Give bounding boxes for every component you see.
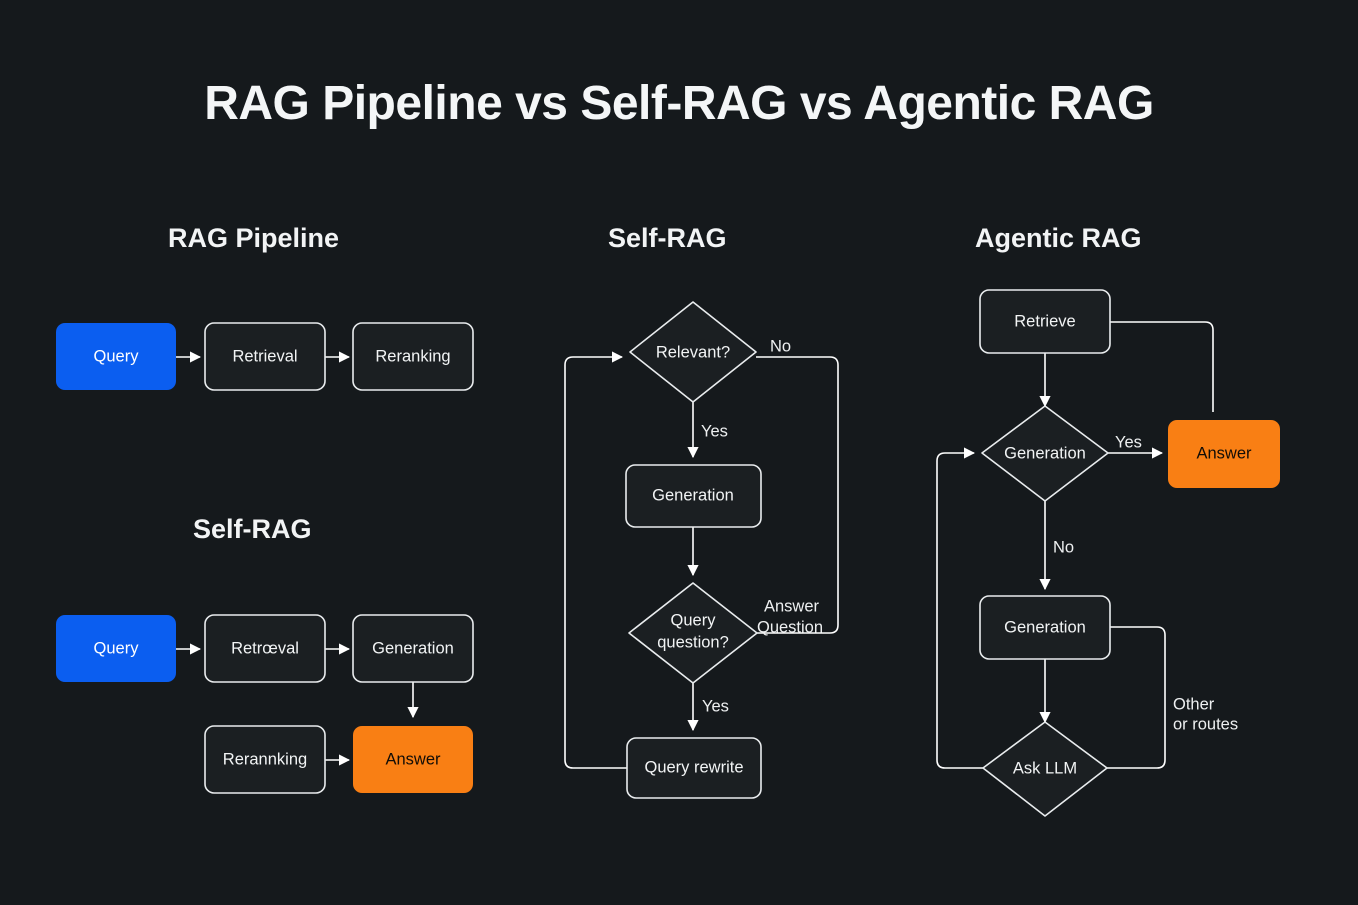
node-generation-self-rag-left-label: Generation — [372, 639, 454, 657]
node-retrieval-self-rag-left[interactable] — [204, 614, 326, 683]
node-query-question-diamond[interactable] — [628, 582, 758, 684]
node-generation-diamond-agentic[interactable] — [981, 405, 1109, 502]
edge-label-yes-relevant: Yes — [701, 422, 728, 440]
node-generation-diamond-agentic-label: Generation — [1004, 444, 1086, 462]
node-generation-box-agentic[interactable] — [979, 595, 1111, 660]
node-query-rag-pipeline[interactable] — [56, 323, 176, 390]
node-query-self-rag-left[interactable] — [56, 615, 176, 682]
edge-label-no-relevant: No — [770, 337, 791, 355]
group-rag-pipeline: Query Retrieval Reranking — [56, 322, 474, 391]
node-query-rag-pipeline-label: Query — [94, 347, 140, 365]
group-self-rag-center: Relevant? Generation Query question? Que… — [564, 301, 839, 799]
node-ask-llm-diamond[interactable] — [982, 721, 1108, 817]
node-query-rewrite-label: Query rewrite — [644, 758, 743, 776]
node-generation-box-agentic-label: Generation — [1004, 618, 1086, 636]
section-heading-self-rag-left: Self-RAG — [193, 514, 312, 544]
node-answer-agentic-label: Answer — [1196, 444, 1252, 462]
node-generation-self-rag-center-label: Generation — [652, 486, 734, 504]
node-answer-self-rag-left[interactable] — [353, 726, 473, 793]
node-retrieval-rag-pipeline-label: Retrieval — [232, 347, 297, 365]
node-reranking-self-rag-left-label: Rerannking — [223, 750, 307, 768]
section-heading-agentic-rag: Agentic RAG — [975, 223, 1142, 253]
group-agentic-rag: Retrieve Generation Answer Generation As… — [936, 289, 1280, 817]
edge-label-answer-question-line2: Question — [757, 618, 823, 636]
node-relevant-diamond-label: Relevant? — [656, 343, 730, 361]
node-generation-self-rag-left[interactable] — [352, 614, 474, 683]
edge-label-yes-agentic: Yes — [1115, 433, 1142, 451]
edge-label-other-line2: or routes — [1173, 715, 1238, 733]
edge-label-answer-question-line1: Answer — [764, 597, 820, 615]
node-query-rewrite[interactable] — [626, 737, 762, 799]
section-heading-self-rag-center: Self-RAG — [608, 223, 727, 253]
edge-label-yes-rewrite: Yes — [702, 697, 729, 715]
node-query-question-line2: question? — [657, 633, 729, 651]
node-retrieval-self-rag-left-label: Retrœval — [231, 639, 299, 657]
node-answer-agentic[interactable] — [1168, 420, 1280, 488]
node-generation-self-rag-center[interactable] — [625, 464, 762, 528]
node-reranking-self-rag-left[interactable] — [204, 725, 326, 794]
node-query-self-rag-left-label: Query — [94, 639, 140, 657]
edge-query-rewrite-loop-to-relevant — [564, 351, 627, 769]
edge-ask-llm-loop-to-generation-diamond — [936, 447, 983, 769]
edge-label-no-agentic: No — [1053, 538, 1074, 556]
page-title: RAG Pipeline vs Self-RAG vs Agentic RAG — [204, 77, 1154, 130]
node-query-question-line1: Query — [671, 611, 717, 629]
edge-retrieve-to-answer — [1110, 321, 1214, 412]
edge-relevant-no-to-query-question — [756, 356, 839, 634]
node-retrieve-label: Retrieve — [1014, 312, 1075, 330]
node-reranking-rag-pipeline-label: Reranking — [375, 347, 450, 365]
edge-generation-box-other-routes-to-ask-llm — [1107, 626, 1166, 769]
edge-label-other-line1: Other — [1173, 695, 1215, 713]
node-answer-self-rag-left-label: Answer — [385, 750, 441, 768]
node-relevant-diamond[interactable] — [629, 301, 757, 403]
node-retrieval-rag-pipeline[interactable] — [204, 322, 326, 391]
node-reranking-rag-pipeline[interactable] — [352, 322, 474, 391]
group-self-rag-left: Query Retrœval Generation Rerannking Ans… — [56, 614, 474, 794]
node-retrieve[interactable] — [979, 289, 1111, 354]
node-ask-llm-diamond-label: Ask LLM — [1013, 759, 1077, 777]
section-heading-rag-pipeline: RAG Pipeline — [168, 223, 340, 253]
